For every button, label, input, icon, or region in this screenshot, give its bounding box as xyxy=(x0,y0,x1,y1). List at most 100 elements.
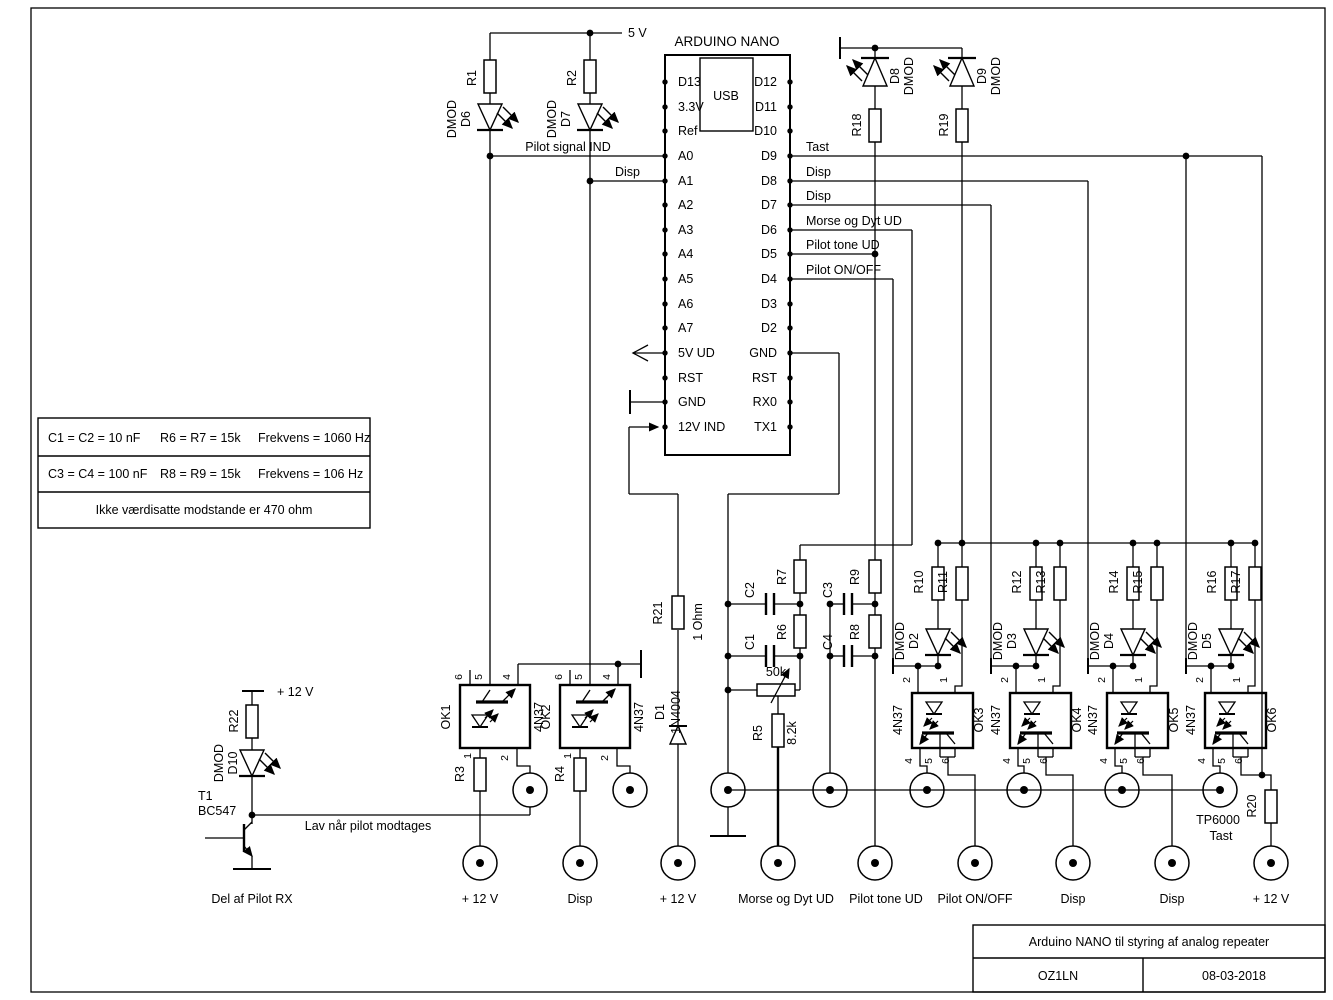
d9-label: D9 xyxy=(975,68,989,84)
d7-dmod-label: DMOD xyxy=(545,100,559,138)
r1-label: R1 xyxy=(465,70,479,86)
opto-group-ok5: R14 R15 DMOD D4 4N37 OK5 2 1 4 5 6 xyxy=(1086,543,1181,846)
c1-cap-icon xyxy=(764,643,776,669)
t1-label: T1 xyxy=(198,789,213,803)
c1-label: C1 xyxy=(743,634,757,650)
led-d7-icon xyxy=(577,104,618,130)
svg-text:D11: D11 xyxy=(755,100,777,114)
svg-text:A6: A6 xyxy=(678,297,693,311)
svg-text:4N37: 4N37 xyxy=(891,705,905,735)
tone-filter-1060: R7 C2 R6 C1 50k R5 8.2k xyxy=(728,229,913,846)
terminal-12v-3 xyxy=(1253,845,1289,881)
svg-text:6: 6 xyxy=(1135,758,1147,764)
arduino-nano: ARDUINO NANO USB D133.3VRefA0A1A2A3A4A5A… xyxy=(662,34,793,456)
r20-label: R20 xyxy=(1245,794,1259,817)
svg-text:4: 4 xyxy=(1098,758,1110,764)
callsign: OZ1LN xyxy=(1038,969,1078,983)
d1-label: D1 xyxy=(653,704,667,720)
svg-text:R17: R17 xyxy=(1229,570,1243,593)
terminal-12v-2 xyxy=(660,845,696,881)
d10-dmod-label: DMOD xyxy=(212,744,226,782)
ok5-body xyxy=(1107,693,1168,748)
led-d10-icon xyxy=(239,750,280,776)
svg-text:4: 4 xyxy=(501,674,513,680)
r21-value-label: 1 Ohm xyxy=(691,603,705,641)
svg-text:1: 1 xyxy=(1036,677,1048,683)
r2-label: R2 xyxy=(565,70,579,86)
d9-dmod-label: DMOD xyxy=(989,57,1003,95)
svg-text:D3: D3 xyxy=(1005,633,1019,649)
svg-text:2: 2 xyxy=(1096,677,1108,683)
opto-group-ok4: R12 R13 DMOD D3 4N37 OK4 2 1 4 5 6 xyxy=(989,543,1084,846)
d8-d9-indicators: D8 DMOD R18 D9 DMOD R19 xyxy=(839,37,1003,543)
pilot-signal-ind-label: Pilot signal IND xyxy=(525,140,610,154)
svg-text:R16: R16 xyxy=(1205,570,1219,593)
rail-5v-label: 5 V xyxy=(628,26,647,40)
led-d8-icon xyxy=(847,58,889,86)
d6-label: D6 xyxy=(459,111,473,127)
svg-text:D8: D8 xyxy=(761,174,777,188)
svg-text:+ 12 V: + 12 V xyxy=(1253,892,1290,906)
svg-text:6: 6 xyxy=(553,674,565,680)
svg-text:Pilot ON/OFF: Pilot ON/OFF xyxy=(937,892,1012,906)
tp6000-tast-label: Tast xyxy=(1210,829,1233,843)
svg-text:2: 2 xyxy=(901,677,913,683)
svg-text:D7: D7 xyxy=(761,198,777,212)
ok1-type-label: 4N37 xyxy=(532,702,546,732)
r4-label: R4 xyxy=(553,766,567,782)
power-routing: R21 1 Ohm D1 1N4004 xyxy=(628,344,840,846)
svg-text:4N37: 4N37 xyxy=(989,705,1003,735)
svg-text:DMOD: DMOD xyxy=(1186,622,1200,660)
svg-text:4: 4 xyxy=(1001,758,1013,764)
terminal-12v-1 xyxy=(462,845,498,881)
svg-text:5: 5 xyxy=(473,674,485,680)
svg-text:+ 12 V: + 12 V xyxy=(660,892,697,906)
svg-text:1: 1 xyxy=(562,753,574,759)
ok2-body xyxy=(560,685,630,748)
svg-text:RST: RST xyxy=(752,371,777,385)
ok1-output-terminal xyxy=(512,772,548,808)
r8-label: R8 xyxy=(848,624,862,640)
tast-label: Tast xyxy=(806,140,829,154)
note-c1c2: C1 = C2 = 10 nF xyxy=(48,431,141,445)
c2-cap-icon xyxy=(764,591,776,617)
disp-d7-label: Disp xyxy=(806,189,831,203)
note-freq1: Frekvens = 1060 Hz xyxy=(258,431,370,445)
svg-text:R11: R11 xyxy=(936,571,950,593)
r7-label: R7 xyxy=(775,569,789,585)
c4-cap-icon xyxy=(842,643,854,669)
svg-text:1: 1 xyxy=(938,677,950,683)
svg-text:Disp: Disp xyxy=(1159,892,1184,906)
svg-text:GND: GND xyxy=(678,395,706,409)
svg-text:5: 5 xyxy=(1216,758,1228,764)
notes-box: C1 = C2 = 10 nF R6 = R7 = 15k Frekvens =… xyxy=(37,417,371,529)
svg-text:2: 2 xyxy=(1194,677,1206,683)
lav-label: Lav når pilot modtages xyxy=(305,819,431,833)
svg-text:4: 4 xyxy=(903,758,915,764)
terminal-pilot-onoff xyxy=(957,845,993,881)
opto-ok1-ok2: OK1 4N37 OK2 4N37 6 5 4 6 5 4 1 2 1 2 R3… xyxy=(439,650,648,846)
note-r8r9: R8 = R9 = 15k xyxy=(160,467,241,481)
arduino-title: ARDUINO NANO xyxy=(674,34,779,49)
svg-text:A4: A4 xyxy=(678,247,693,261)
svg-text:4N37: 4N37 xyxy=(1184,705,1198,735)
svg-text:OK5: OK5 xyxy=(1167,707,1181,732)
svg-text:2: 2 xyxy=(999,677,1011,683)
svg-text:5: 5 xyxy=(1021,758,1033,764)
r21-label: R21 xyxy=(651,601,665,624)
r5-value-label: 8.2k xyxy=(785,720,799,744)
svg-text:D9: D9 xyxy=(761,149,777,163)
r5-label: R5 xyxy=(751,725,765,741)
c4-label: C4 xyxy=(821,634,835,650)
led-d4-icon xyxy=(1120,629,1161,655)
ok2-output-terminal xyxy=(612,772,648,808)
disp-a1-label: Disp xyxy=(615,165,640,179)
svg-text:Pilot tone UD: Pilot tone UD xyxy=(849,892,923,906)
d10-label: D10 xyxy=(226,751,240,774)
disp-d8-label: Disp xyxy=(806,165,831,179)
svg-text:R10: R10 xyxy=(912,570,926,593)
pilot-tone-ud-label: Pilot tone UD xyxy=(806,238,880,252)
svg-text:A0: A0 xyxy=(678,149,693,163)
svg-text:1: 1 xyxy=(462,753,474,759)
